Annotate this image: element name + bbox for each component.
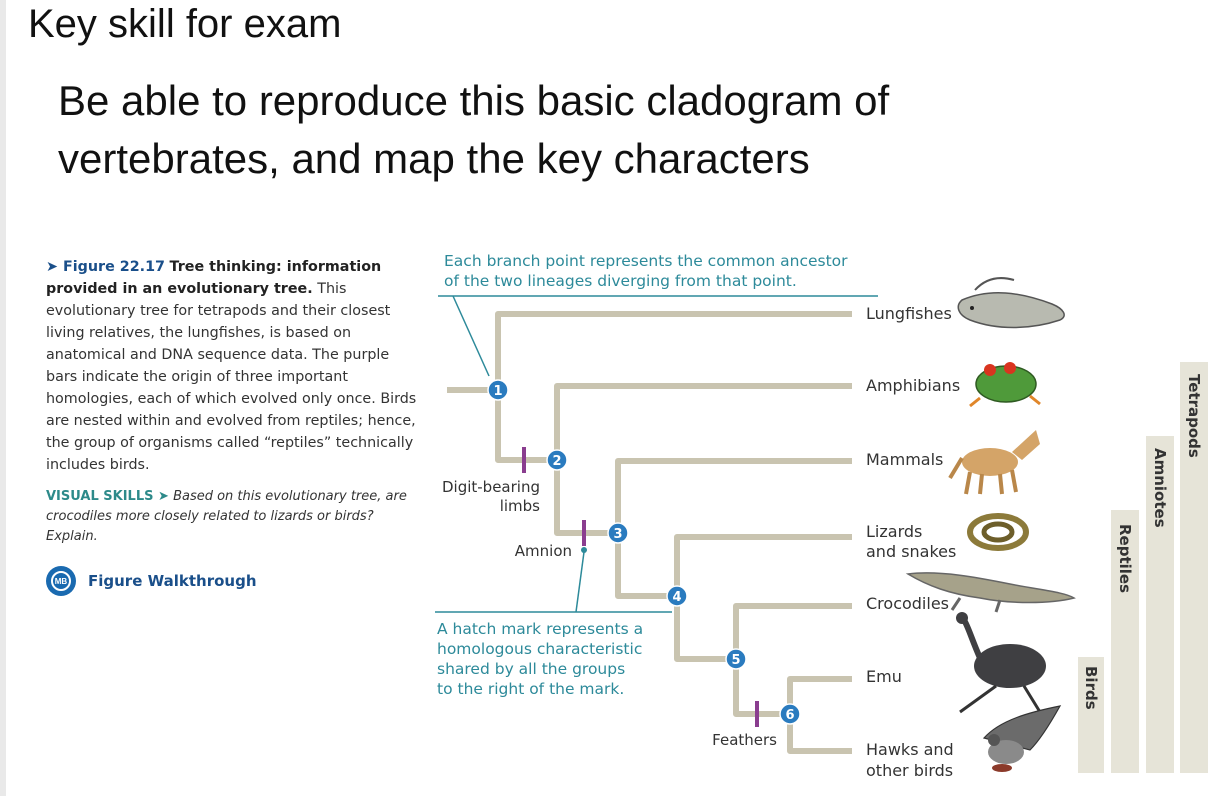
slide-heading: Key skill for exam [28,2,342,46]
branch-point-callout-line-1: Each branch point represents the common … [444,252,848,270]
crocodile-icon [905,572,1076,613]
hawk-icon [982,705,1062,772]
character-amnion: Amnion [515,542,572,560]
node-2-label: 2 [552,454,561,469]
branch-node-3 [615,458,852,599]
character-feathers: Feathers [712,731,777,749]
figure-caption: ➤ Figure 22.17 Tree thinking: informatio… [46,256,418,476]
taxon-hawks-line-2: other birds [866,761,953,780]
node-3 [607,522,629,544]
node-1-label: 1 [493,384,502,399]
node-2 [546,449,568,471]
visual-skills-question: Based on this evolutionary tree, are cro… [46,489,407,544]
taxon-hawks-line-1: Hawks and [866,740,954,759]
hatch-callout-pointer [575,551,585,613]
taxon-lizards-line-1: Lizards [866,522,922,541]
lungfish-icon [957,277,1065,329]
emu-icon [956,612,1046,714]
taxon-emu: Emu [866,667,902,686]
walkthrough-icon: MB [46,566,76,596]
node-6-label: 6 [785,708,794,723]
figure-number: ➤ Figure 22.17 [46,259,165,275]
figure-title: Tree thinking: information provided in a… [46,259,382,297]
hatch-callout-line-1: A hatch mark represents a [437,620,643,638]
node-4-label: 4 [672,590,681,605]
node-4 [666,585,688,607]
taxon-lizards-line-2: and snakes [866,542,956,561]
snake-icon [967,513,1029,551]
branch-callout-pointer [452,295,490,377]
group-bar-amniotes [1146,436,1174,773]
amnion-pointer-dot [581,547,587,553]
group-bars: Birds Reptiles Amniotes Tetrapods [1078,362,1208,773]
group-bar-reptiles [1111,510,1139,773]
character-digit-limbs-line-1: Digit-bearing [442,478,540,496]
node-3-label: 3 [613,527,622,542]
instruction-line-2: vertebrates, and map the key characters [58,135,810,182]
taxon-mammals: Mammals [866,450,943,469]
group-label-amniotes: Amniotes [1151,448,1169,528]
hatch-callout-line-4: to the right of the mark. [437,680,624,698]
node-6 [779,703,801,725]
walkthrough-icon-text: MB [51,571,71,591]
visual-skills-label: VISUAL SKILLS ➤ [46,489,169,504]
taxon-amphibians: Amphibians [866,376,960,395]
taxon-lungfishes: Lungfishes [866,304,952,323]
figure-walkthrough-link[interactable]: MB Figure Walkthrough [46,566,257,596]
hatch-callout-line-2: homologous characteristic [437,640,642,658]
node-5 [725,648,747,670]
taxon-crocodiles: Crocodiles [866,594,949,613]
node-1 [487,379,509,401]
branch-node-4 [674,534,852,662]
visual-skills: VISUAL SKILLS ➤ Based on this evolutiona… [46,487,418,547]
coyote-icon [948,430,1040,495]
branch-node-5 [733,603,852,717]
group-label-birds: Birds [1082,666,1100,710]
group-label-reptiles: Reptiles [1116,524,1134,593]
figure-body: This evolutionary tree for tetrapods and… [46,281,417,473]
frog-icon [969,362,1041,408]
group-bar-birds [1078,657,1104,773]
walkthrough-label: Figure Walkthrough [88,572,257,590]
branch-point-callout-line-2: of the two lineages diverging from that … [444,272,797,290]
group-bar-tetrapods [1180,362,1208,773]
branch-nodes: 1 2 3 4 5 6 [487,379,801,725]
node-5-label: 5 [731,653,740,668]
group-label-tetrapods: Tetrapods [1185,374,1203,458]
slide-instruction: Be able to reproduce this basic cladogra… [58,72,1158,188]
character-digit-limbs-line-2: limbs [500,497,540,515]
instruction-line-1: Be able to reproduce this basic cladogra… [58,77,890,124]
slide-edge [0,0,6,796]
hatch-callout-line-3: shared by all the groups [437,660,625,678]
hatch-marks [522,447,759,727]
